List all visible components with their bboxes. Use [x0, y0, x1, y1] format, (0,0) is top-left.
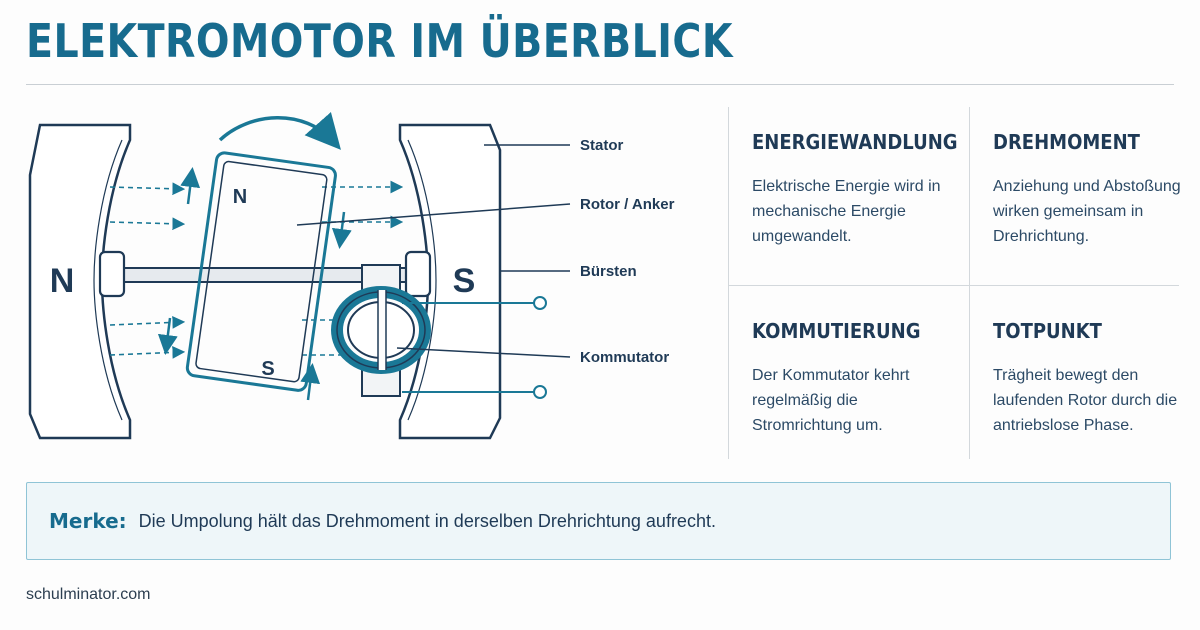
rotor-south-label: S — [261, 358, 274, 380]
card-kommutierung: KOMMUTIERUNG Der Kommutator kehrt regelm… — [752, 319, 957, 438]
card-drehmoment: DREHMOMENT Anziehung und Abstoßung wirke… — [993, 130, 1198, 249]
terminal-wires — [402, 296, 547, 399]
card-heading: ENERGIEWANDLUNG — [752, 130, 958, 154]
rotation-arrow-icon — [218, 112, 341, 150]
page-title: ELEKTROMOTOR IM ÜBERBLICK — [26, 14, 733, 68]
callout-leaders — [296, 144, 571, 358]
magnet-left-label: N — [50, 262, 75, 300]
merke-label: Merke: — [49, 509, 127, 533]
card-line: antriebslose Phase. — [993, 417, 1134, 434]
merke-box: Merke: Die Umpolung hält das Drehmoment … — [26, 482, 1171, 560]
force-arrows — [157, 167, 352, 401]
rotor-coil — [185, 151, 337, 392]
callout-commutator: Kommutator — [580, 349, 669, 366]
card-line: Der Kommutator kehrt — [752, 367, 910, 384]
card-line: mechanische Energie — [752, 203, 906, 220]
commutator — [331, 264, 431, 397]
callout-rotor: Rotor / Anker — [580, 196, 675, 213]
title-divider — [26, 84, 1174, 85]
card-heading: KOMMUTIERUNG — [752, 319, 921, 343]
callout-brushes: Bürsten — [580, 263, 637, 280]
card-line: regelmäßig die — [752, 392, 858, 409]
grid-divider-left — [728, 107, 729, 459]
card-text: Anziehung und Abstoßung wirken gemeinsam… — [993, 174, 1198, 249]
callout-stator: Stator — [580, 137, 624, 154]
callout-labels: Stator Rotor / Anker Bürsten Kommutator — [580, 137, 675, 366]
card-line: wirken gemeinsam in — [993, 203, 1144, 220]
magnet-right-label: S — [453, 262, 476, 300]
rotor-shaft — [98, 250, 432, 298]
grid-divider-middle — [969, 107, 970, 459]
card-line: laufenden Rotor durch die — [993, 392, 1178, 409]
footer-site-link[interactable]: schulminator.com — [26, 586, 151, 603]
card-text: Elektrische Energie wird in mechanische … — [752, 174, 957, 249]
card-energiewandlung: ENERGIEWANDLUNG Elektrische Energie wird… — [752, 130, 958, 249]
card-line: Elektrische Energie wird in — [752, 178, 941, 195]
card-heading: DREHMOMENT — [993, 130, 1140, 154]
motor-diagram: N S N S — [28, 112, 675, 440]
card-line: Stromrichtung um. — [752, 417, 883, 434]
card-line: Anziehung und Abstoßung — [993, 178, 1181, 195]
card-line: Trägheit bewegt den — [993, 367, 1139, 384]
card-line: Drehrichtung. — [993, 228, 1090, 245]
merke-text: Die Umpolung hält das Drehmoment in ders… — [138, 510, 716, 531]
grid-divider-horizontal — [729, 285, 1179, 286]
card-text: Trägheit bewegt den laufenden Rotor durc… — [993, 363, 1198, 438]
rotor-north-label: N — [233, 186, 247, 208]
card-text: Der Kommutator kehrt regelmäßig die Stro… — [752, 363, 957, 438]
card-line: umgewandelt. — [752, 228, 852, 245]
card-totpunkt: TOTPUNKT Trägheit bewegt den laufenden R… — [993, 319, 1198, 438]
card-heading: TOTPUNKT — [993, 319, 1102, 343]
